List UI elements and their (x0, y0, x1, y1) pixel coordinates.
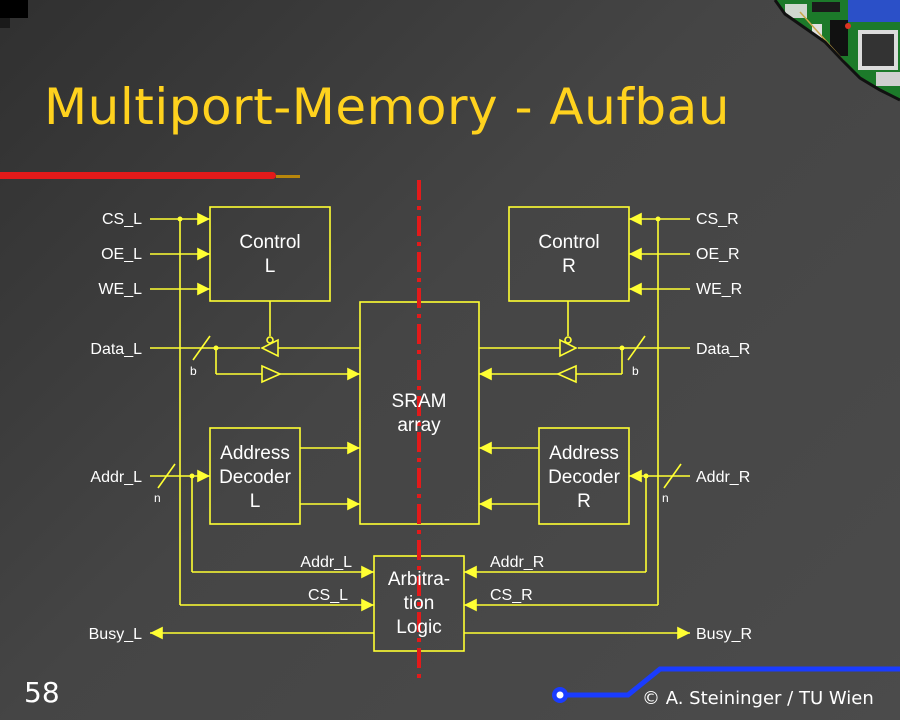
control-right-box (508, 206, 630, 302)
signal-addr-right: Addr_R (696, 469, 750, 486)
title-underline (0, 172, 276, 179)
decoder-right-label-line1: Address (549, 443, 619, 464)
signal-cs-right: CS_R (696, 211, 739, 228)
signal-cs-left: CS_L (102, 211, 142, 228)
control-left-label-line1: Control (239, 232, 300, 253)
decoder-right-label-line3: R (577, 491, 591, 512)
slide-number: 58 (24, 676, 60, 709)
control-right-label-line1: Control (538, 232, 599, 253)
signal-busy-left: Busy_L (89, 626, 142, 643)
sram-label-line2: array (397, 415, 441, 436)
arbiter-cs-left-label: CS_L (308, 587, 348, 604)
corner-decoration (0, 0, 28, 18)
signal-data-right: Data_R (696, 341, 750, 358)
signal-oe-left: OE_L (101, 246, 142, 263)
signal-we-right: WE_R (696, 281, 742, 298)
addr-bus-width-right: n (662, 491, 669, 505)
arbitration-label-line2: tion (404, 593, 435, 614)
addr-bus-width-left: n (154, 491, 161, 505)
title-underline-accent (276, 175, 300, 178)
signal-busy-right: Busy_R (696, 626, 752, 643)
decoder-left-label-line1: Address (220, 443, 290, 464)
signal-addr-left: Addr_L (90, 469, 142, 486)
arbiter-addr-left-label: Addr_L (300, 554, 352, 571)
footer-accent-graphic (552, 666, 900, 703)
control-left-label-line2: L (265, 256, 276, 277)
decoder-right-label-line2: Decoder (548, 467, 620, 488)
corner-decoration-2 (0, 18, 10, 28)
sram-label-line1: SRAM (392, 391, 447, 412)
decoder-left-label-line2: Decoder (219, 467, 291, 488)
signal-data-left: Data_L (90, 341, 142, 358)
data-bus-width-left: b (190, 364, 197, 378)
slide-title: Multiport-Memory - Aufbau (44, 78, 730, 136)
data-bus-width-right: b (632, 364, 639, 378)
signal-oe-right: OE_R (696, 246, 740, 263)
arbitration-label-line3: Logic (396, 617, 441, 638)
decoder-left-label-line3: L (250, 491, 261, 512)
copyright-notice: © A. Steininger / TU Wien (642, 688, 874, 709)
arbiter-addr-right-label: Addr_R (490, 554, 544, 571)
control-left-box (209, 206, 331, 302)
arbiter-cs-right-label: CS_R (490, 587, 533, 604)
arbitration-label-line1: Arbitra- (388, 569, 450, 590)
control-right-label-line2: R (562, 256, 576, 277)
signal-we-left: WE_L (98, 281, 142, 298)
